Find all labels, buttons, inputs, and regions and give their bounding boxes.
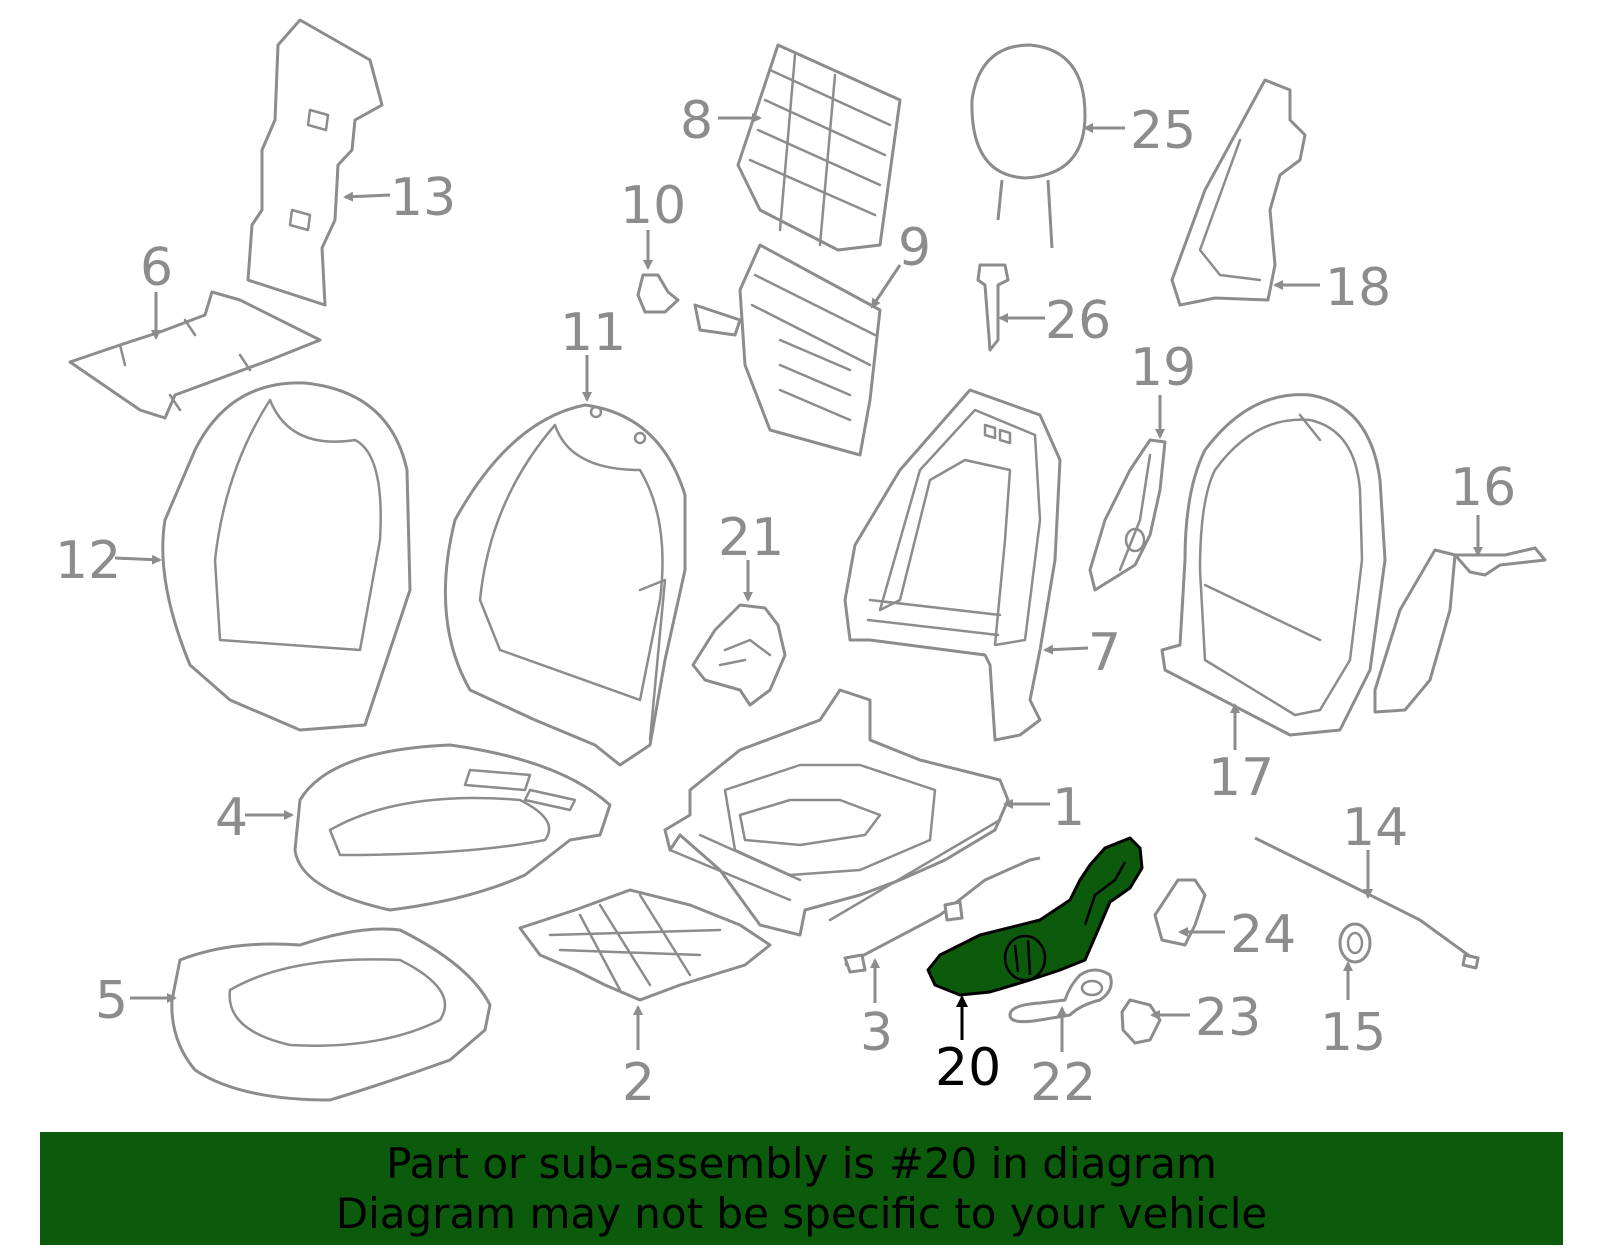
callout-26: 26 <box>1045 291 1111 351</box>
callout-10: 10 <box>620 176 686 236</box>
part-18-side-trim[interactable] <box>1170 78 1307 307</box>
callout-8: 8 <box>680 91 713 151</box>
part-8-lumbar-mat[interactable] <box>736 43 902 252</box>
callout-22: 22 <box>1030 1053 1096 1113</box>
callout-12: 12 <box>55 531 121 591</box>
part-1-seat-frame[interactable] <box>663 688 1010 937</box>
part-7-back-frame[interactable] <box>843 388 1062 742</box>
callout-14: 14 <box>1342 798 1408 858</box>
part-3-cable[interactable] <box>843 856 1041 974</box>
part-19-side-trim[interactable] <box>1088 438 1167 592</box>
callout-6: 6 <box>140 238 173 298</box>
part-11-back-cover[interactable] <box>443 403 687 767</box>
callout-9: 9 <box>898 218 931 278</box>
part-14-rod[interactable] <box>1254 836 1480 970</box>
callout-5: 5 <box>95 971 128 1031</box>
part-13-insert[interactable] <box>246 18 384 307</box>
part-23-cap[interactable] <box>1120 998 1162 1045</box>
banner-line-2: Diagram may not be specific to your vehi… <box>335 1188 1268 1238</box>
part-9-lumbar-mat[interactable] <box>693 243 882 457</box>
callout-1: 1 <box>1052 778 1085 838</box>
part-5-seat-cover[interactable] <box>170 927 492 1102</box>
callout-19: 19 <box>1130 338 1196 398</box>
callout-11: 11 <box>560 303 626 363</box>
callout-3: 3 <box>860 1003 893 1063</box>
banner-line-1: Part or sub-assembly is #20 in diagram <box>386 1138 1217 1188</box>
callout-20-highlighted: 20 <box>935 1038 1001 1098</box>
callout-15: 15 <box>1320 1003 1386 1063</box>
part-24-trim[interactable] <box>1153 878 1207 947</box>
part-12-back-cover[interactable] <box>161 381 412 732</box>
callout-7: 7 <box>1088 623 1121 683</box>
callout-21: 21 <box>718 508 784 568</box>
leaders <box>114 113 1483 1052</box>
part-16-airbag[interactable] <box>1373 546 1547 714</box>
part-22-handle[interactable] <box>1008 968 1113 1024</box>
callout-4: 4 <box>215 788 248 848</box>
part-2-seat-springs[interactable] <box>518 888 772 1002</box>
callout-labels: 13 6 12 11 8 9 10 25 26 18 19 16 17 7 1 … <box>55 91 1516 1113</box>
part-25-headrest[interactable] <box>970 43 1087 249</box>
callout-25: 25 <box>1130 101 1196 161</box>
callout-23: 23 <box>1195 988 1261 1048</box>
callout-17: 17 <box>1208 748 1274 808</box>
callout-18: 18 <box>1325 258 1391 318</box>
info-banner: Part or sub-assembly is #20 in diagram D… <box>40 1132 1563 1245</box>
callout-2: 2 <box>622 1053 655 1113</box>
part-17-back-panel[interactable] <box>1160 393 1387 737</box>
part-4-seat-pad[interactable] <box>293 743 612 912</box>
part-10-clip[interactable] <box>636 273 680 314</box>
callout-13: 13 <box>390 168 456 228</box>
part-21-cover[interactable] <box>691 603 787 707</box>
part-15-grommet[interactable] <box>1338 922 1372 964</box>
callout-16: 16 <box>1450 458 1516 518</box>
part-26-guide[interactable] <box>976 263 1010 352</box>
callout-24: 24 <box>1230 905 1296 965</box>
